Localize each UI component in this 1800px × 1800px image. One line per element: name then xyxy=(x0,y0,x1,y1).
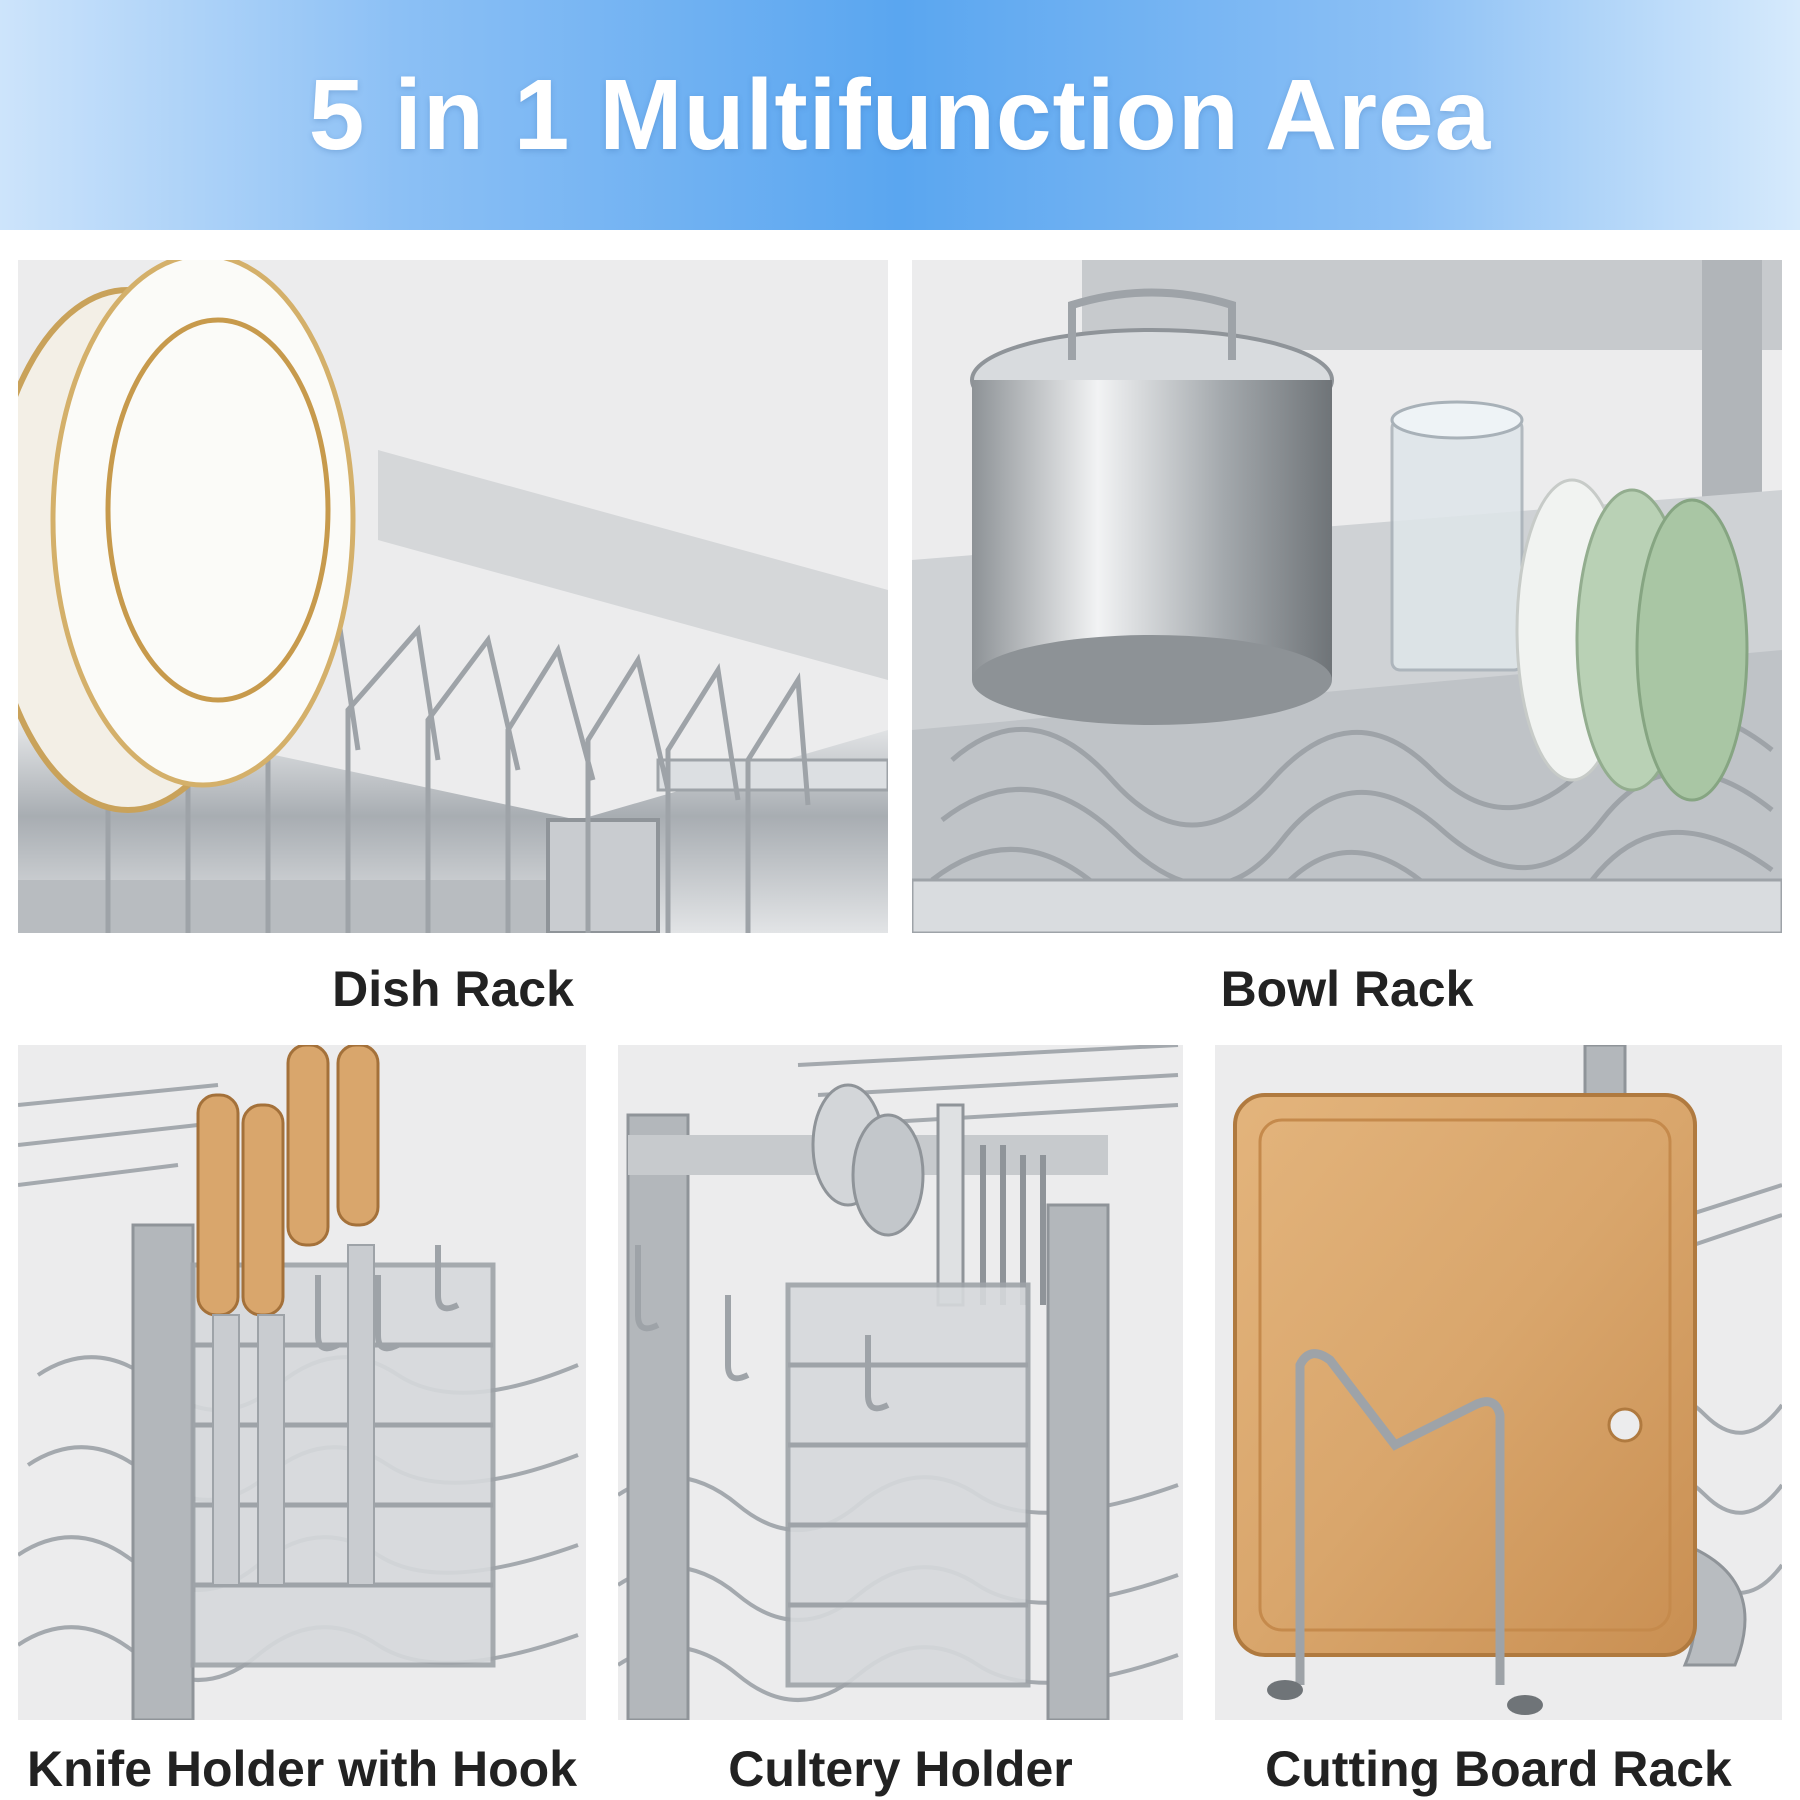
dish-rack-caption: Dish Rack xyxy=(332,961,574,1017)
bowl-rack-image xyxy=(912,260,1782,933)
cutlery-holder-caption: Cultery Holder xyxy=(728,1741,1073,1797)
knife-holder-caption: Knife Holder with Hook xyxy=(27,1741,577,1797)
knife-holder-image xyxy=(18,1045,586,1720)
cutting-board-rack-illustration xyxy=(1215,1045,1782,1720)
bowl-rack-illustration xyxy=(912,260,1782,933)
banner-title: 5 in 1 Multifunction Area xyxy=(308,58,1492,171)
cutting-board-rack-image xyxy=(1215,1045,1782,1720)
dish-rack-illustration xyxy=(18,260,888,933)
cutlery-holder-image xyxy=(618,1045,1183,1720)
header-banner: 5 in 1 Multifunction Area xyxy=(0,0,1800,230)
cutlery-holder-illustration xyxy=(618,1045,1183,1720)
bowl-rack-caption: Bowl Rack xyxy=(1220,961,1474,1017)
dish-rack-image xyxy=(18,260,888,933)
cutting-board-rack-caption: Cutting Board Rack xyxy=(1265,1741,1732,1797)
knife-holder-illustration xyxy=(18,1045,586,1720)
